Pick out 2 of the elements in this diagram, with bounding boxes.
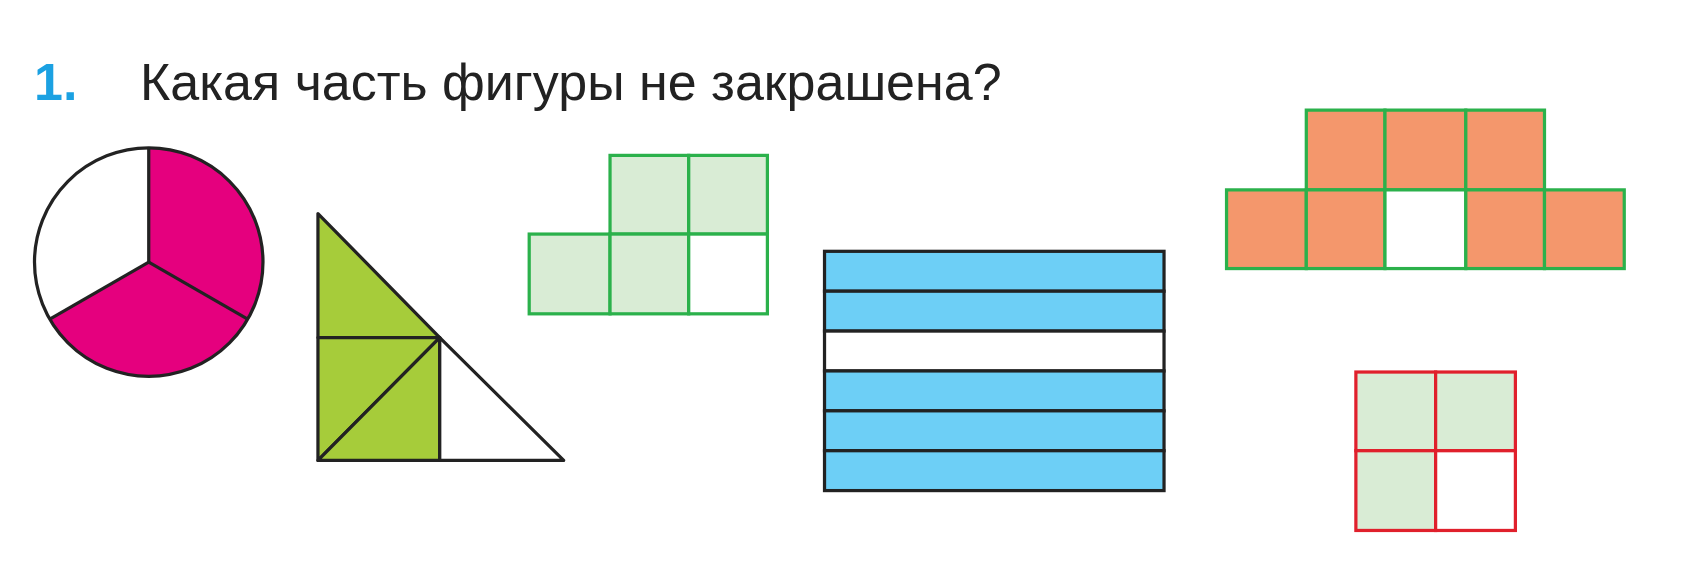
task-number: 1. [34, 52, 78, 112]
task-question: Какая часть фигуры не закрашена? [140, 52, 1002, 112]
